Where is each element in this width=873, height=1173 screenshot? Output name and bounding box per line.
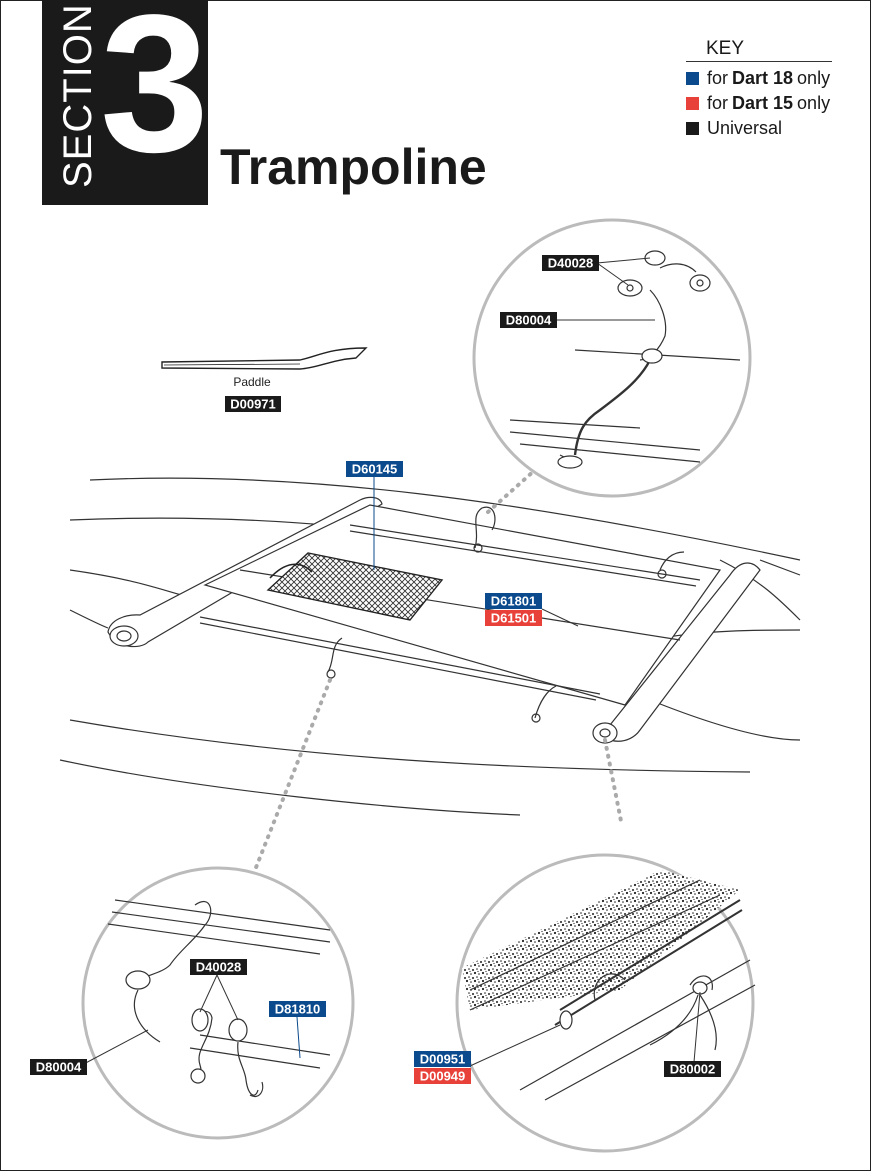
- key-swatch-universal: [686, 122, 699, 135]
- paddle-part-label: D00971: [225, 396, 281, 412]
- mesh-bag: [266, 552, 444, 621]
- paddle-illustration: [161, 347, 368, 370]
- detail-connectors: [253, 468, 624, 872]
- page-title: Trampoline: [220, 139, 487, 195]
- key-item-dart15: for Dart 15 only: [686, 91, 832, 116]
- left-line-label: D80004: [36, 1060, 82, 1075]
- right-bolt-label-dart15: D00949: [420, 1069, 466, 1084]
- left-fitting-label: D40028: [196, 960, 242, 975]
- left-rope-label: D81810: [275, 1002, 321, 1017]
- key-swatch-dart15: [686, 97, 699, 110]
- section-block: [42, 0, 208, 205]
- right-bolt-label-dart18: D00951: [420, 1052, 466, 1067]
- paddle-caption: Paddle: [233, 375, 271, 389]
- trampoline-leader-line: [541, 608, 579, 627]
- key-item-universal: Universal: [686, 116, 832, 141]
- trampoline-main-view: [59, 477, 801, 816]
- bag-part-label: D60145: [346, 461, 403, 477]
- svg-text:D60145: D60145: [352, 462, 398, 477]
- key-item-prefix: for: [707, 68, 729, 88]
- key-title: KEY: [686, 38, 832, 62]
- svg-text:D00971: D00971: [230, 397, 276, 412]
- key-swatch-dart18: [686, 72, 699, 85]
- section-number: 3: [100, 0, 210, 193]
- top-line-label: D80004: [506, 313, 552, 328]
- trampoline-part-label-dart18: D61801: [485, 593, 542, 609]
- trampoline-part-label-dart15: D61501: [485, 610, 542, 626]
- key-item-model: Dart 15: [732, 93, 794, 113]
- detail-circle-left: D40028 D81810 D80004: [30, 866, 355, 1140]
- key-item-suffix: Universal: [707, 118, 783, 138]
- color-key: KEY for Dart 18 only for Dart 15 only Un…: [686, 38, 832, 141]
- key-item-model: Dart 18: [732, 68, 794, 88]
- svg-text:D61501: D61501: [491, 611, 537, 626]
- svg-text:D61801: D61801: [491, 594, 537, 609]
- top-fitting-label: D40028: [548, 256, 594, 271]
- key-item-dart18: for Dart 18 only: [686, 66, 832, 91]
- key-item-prefix: for: [707, 93, 729, 113]
- right-lacing-label: D80002: [670, 1062, 716, 1077]
- detail-circle-right: D00951 D00949 D80002: [414, 853, 756, 1153]
- key-item-suffix: only: [797, 93, 831, 113]
- detail-circle-top: D40028 D80004: [472, 218, 752, 498]
- key-item-suffix: only: [797, 68, 831, 88]
